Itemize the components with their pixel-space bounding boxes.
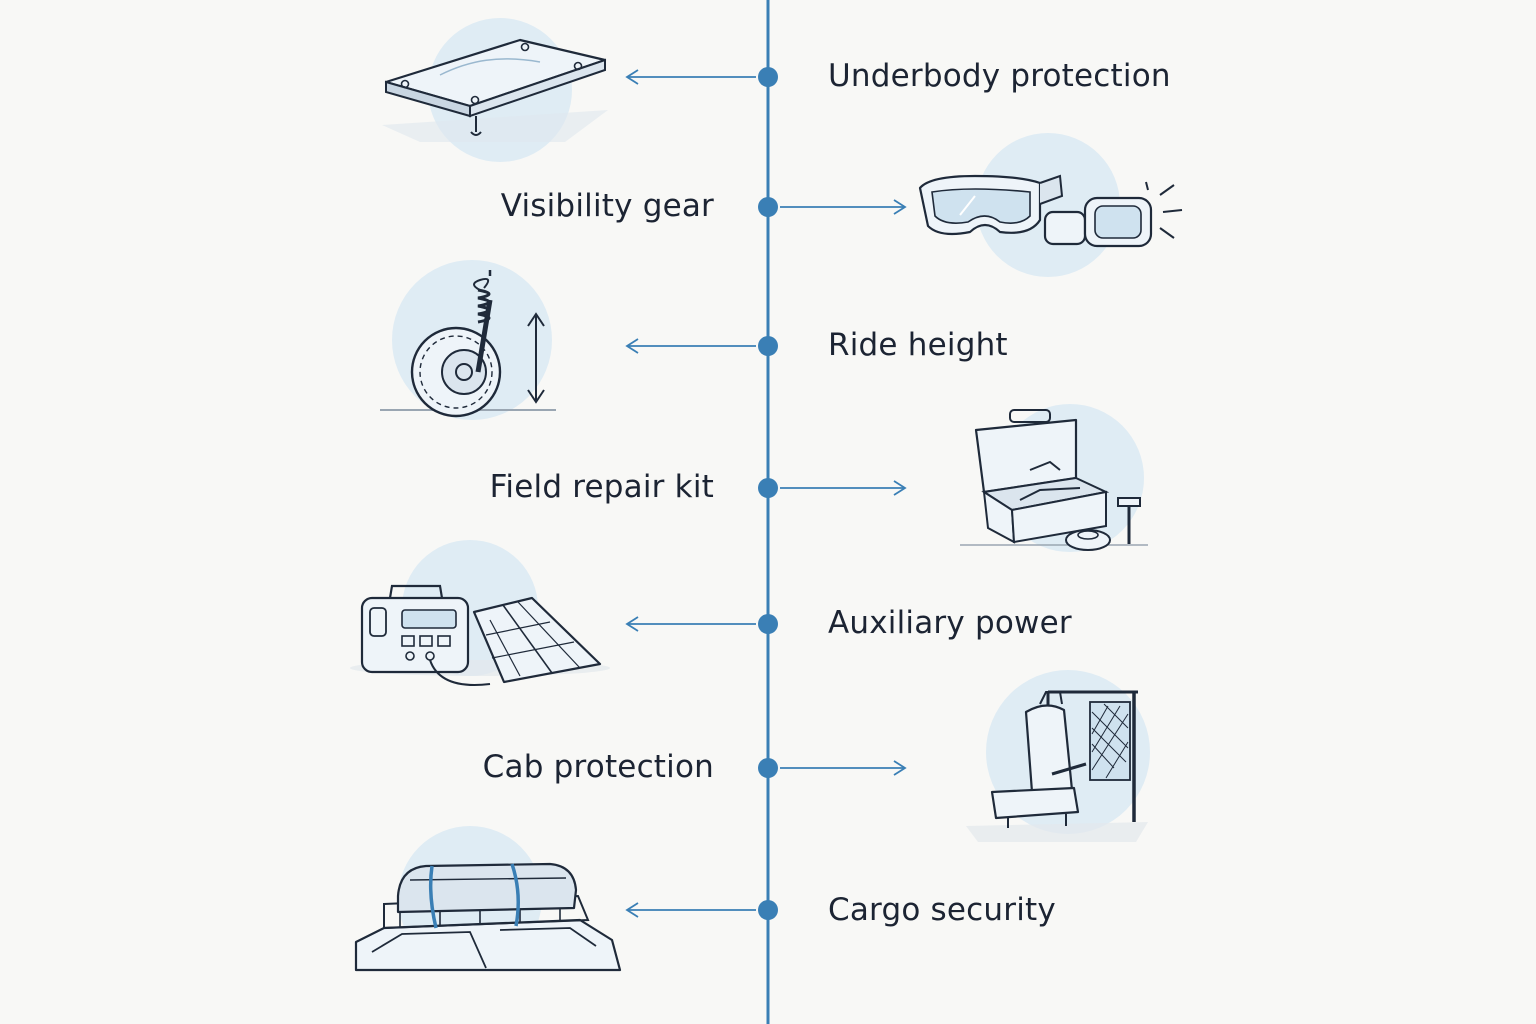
arrowhead-icon [893,199,907,215]
arrowhead-icon [893,760,907,776]
timeline-node [758,614,778,634]
timeline-node [758,900,778,920]
label-ride-height: Ride height [828,327,1008,363]
timeline-node [758,197,778,217]
goggles-icon [918,133,1183,277]
timeline-node [758,758,778,778]
toolbox-icon [960,404,1148,552]
label-visibility-gear: Visibility gear [500,188,714,224]
skid-plate-icon [382,18,608,162]
seat-net-icon [966,670,1150,842]
label-cargo-security: Cargo security [828,892,1056,928]
arrowhead-icon [893,480,907,496]
label-underbody-protection: Underbody protection [828,58,1171,94]
label-auxiliary-power: Auxiliary power [828,605,1072,641]
label-cab-protection: Cab protection [482,749,714,785]
timeline-node [758,478,778,498]
arrowhead-icon [625,902,639,918]
arrowhead-icon [625,338,639,354]
arrowhead-icon [625,616,639,632]
arrowhead-icon [625,69,639,85]
suspension-wheel-icon [380,260,556,420]
timeline-node [758,336,778,356]
timeline-node [758,67,778,87]
roof-rack-cargo-icon [354,826,622,972]
power-station-solar-icon [350,540,610,686]
label-field-repair-kit: Field repair kit [489,469,714,505]
